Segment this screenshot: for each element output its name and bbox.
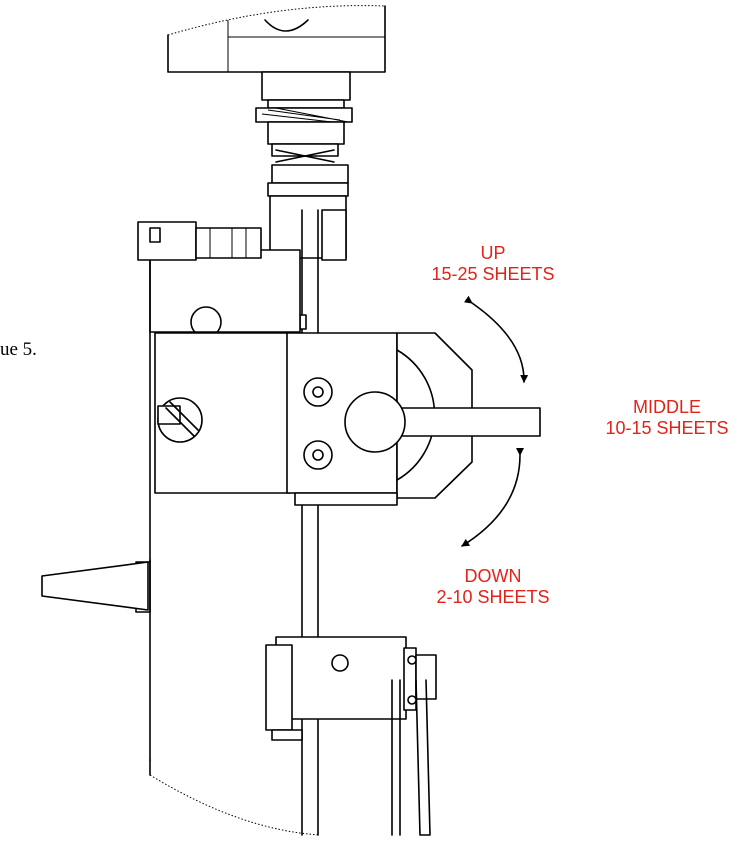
down-position-range: 2-10 SHEETS [436, 587, 550, 607]
bottom-block [265, 636, 437, 836]
up-position-range: 15-25 SHEETS [431, 264, 555, 284]
lever-handle [344, 391, 541, 453]
up-position-name: UP [480, 243, 506, 263]
middle-label: MIDDLE 10-15 SHEETS [594, 397, 740, 439]
lever-knob-icon [344, 391, 406, 453]
up-label: UP 15-25 SHEETS [423, 243, 563, 285]
probe [41, 561, 149, 611]
middle-position-range: 10-15 SHEETS [605, 418, 729, 438]
top-housing [167, 5, 386, 73]
down-position-name: DOWN [464, 566, 522, 586]
double-arrow-icon [461, 447, 525, 547]
shaft-assembly [255, 71, 353, 261]
double-arrow-icon [463, 295, 529, 383]
connector-block [137, 221, 262, 261]
down-label: DOWN 2-10 SHEETS [423, 566, 563, 608]
middle-position-name: MIDDLE [632, 397, 701, 417]
vertical-rod [299, 209, 319, 836]
cropped-caption-text: ue 5. [0, 339, 37, 360]
